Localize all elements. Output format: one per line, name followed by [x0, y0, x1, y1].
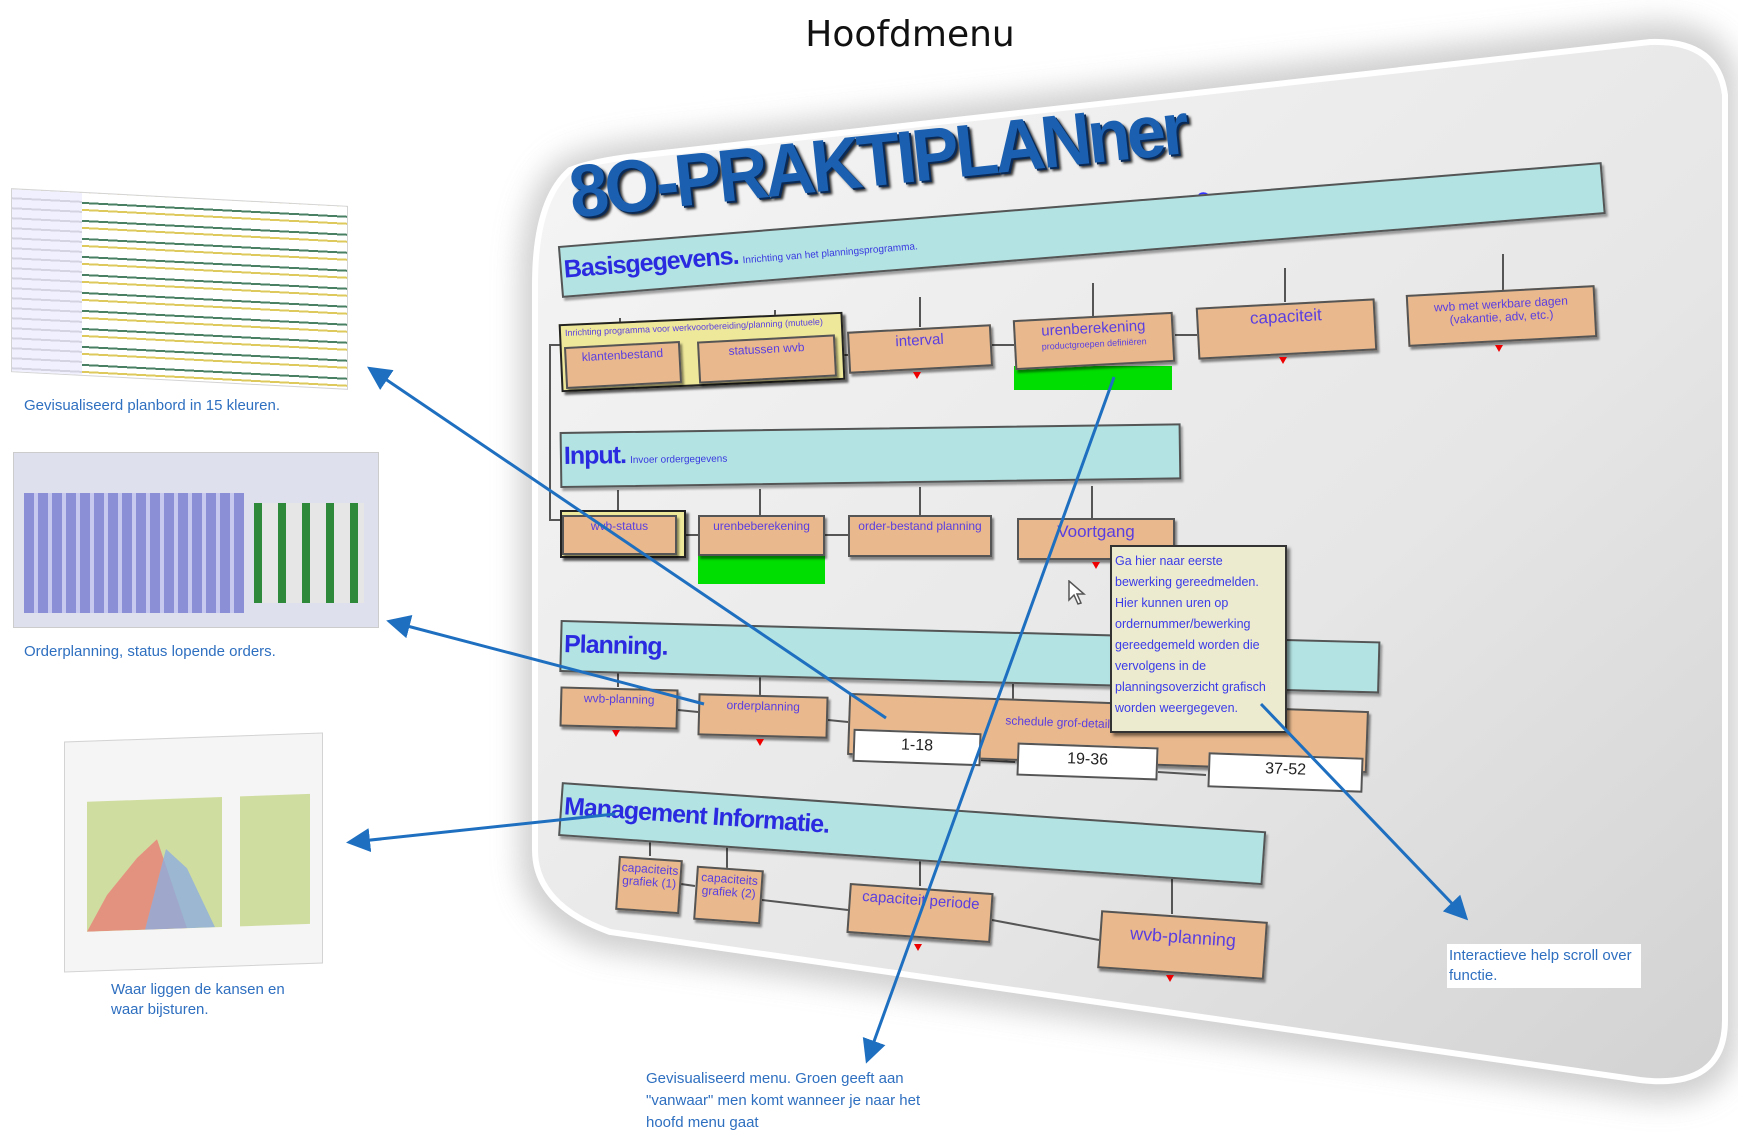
arrow-help: [1259, 702, 1469, 921]
orderplanning-thumbnail: [13, 452, 379, 628]
caption-menu: Gevisualiseerd menu. Groen geeft aan "va…: [646, 1070, 921, 1131]
origin-indicator: [698, 556, 825, 584]
caption-planbord: Gevisualiseerd planbord in 15 kleuren.: [24, 397, 280, 414]
page-title: Hoofdmenu: [805, 14, 1015, 55]
arrow-planbord: [367, 366, 887, 720]
connector-lines: [549, 254, 1504, 941]
caption-help: Interactieve help scroll over functie.: [1447, 944, 1641, 988]
origin-indicator: [1014, 366, 1172, 390]
comment-marker: [756, 739, 764, 746]
menu-order-bestand-planning[interactable]: order-bestand planning: [848, 515, 992, 557]
caption-orderplanning: Orderplanning, status lopende orders.: [24, 643, 276, 660]
caption-kansen: Waar liggen de kansen en waar bijsturen.: [111, 981, 285, 1018]
comment-marker: [1279, 357, 1287, 364]
arrow-kansen: [346, 812, 616, 853]
comment-marker: [612, 730, 620, 737]
mouse-cursor-icon: [1068, 580, 1086, 605]
comment-marker: [914, 944, 922, 951]
menu-urenbeberekening[interactable]: urenbeberekening: [698, 515, 825, 556]
comment-marker: [1092, 562, 1100, 569]
comment-marker: [1166, 975, 1174, 982]
help-tooltip: Ga hier naar eerste bewerking gereedmeld…: [1110, 545, 1287, 733]
arrow-orderplanning: [386, 614, 705, 706]
comment-marker: [913, 372, 921, 379]
arrow-menu: [862, 376, 1116, 1064]
comment-marker: [1495, 345, 1503, 352]
